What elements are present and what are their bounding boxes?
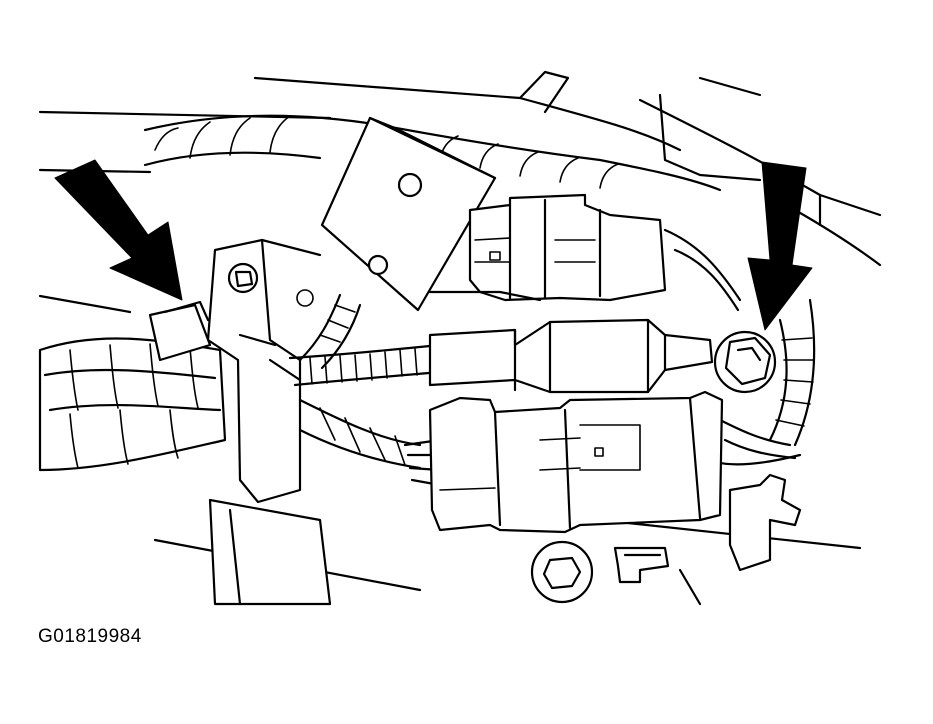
lower-connector [428, 390, 724, 534]
main-harness [38, 300, 227, 472]
body-panel [38, 70, 882, 606]
sensor-body [428, 318, 714, 394]
bracket-wire [298, 293, 362, 370]
relay-bracket [320, 116, 497, 312]
engine-block-parts [208, 473, 802, 606]
arrow-down-right-icon [54, 159, 183, 301]
upper-harness [143, 114, 722, 192]
figure-id-label: G01819984 [38, 626, 142, 647]
arrow-down-icon [747, 161, 813, 331]
right-cables [663, 228, 816, 466]
hex-nut [713, 330, 777, 394]
upper-connector [428, 193, 667, 302]
sensor-cable [288, 343, 442, 387]
lower-harness [298, 398, 442, 487]
mounting-strap [206, 238, 322, 504]
